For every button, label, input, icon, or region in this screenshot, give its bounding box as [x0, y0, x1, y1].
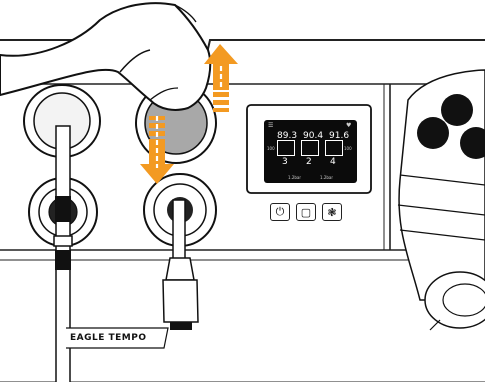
left-value: 100	[267, 146, 275, 151]
cup-slot-3	[325, 140, 343, 156]
cup-slot-1	[277, 140, 295, 156]
menu-icon: ☰	[268, 122, 273, 129]
footer-mid: 1.2bar	[320, 175, 333, 180]
brand-logo: EAGLE TEMPO	[70, 333, 147, 343]
cup-icon: ▢	[301, 206, 311, 219]
footer-left: 1.2bar	[288, 175, 301, 180]
settings-button[interactable]: ❃	[322, 203, 342, 221]
count-2: 2	[306, 157, 312, 167]
power-icon: ⏻	[276, 206, 285, 219]
right-value: 100	[344, 146, 352, 151]
cup-button[interactable]: ▢	[296, 203, 316, 221]
heart-icon: ♥	[346, 122, 351, 129]
control-display: ☰ ♥ 89.3 90.4 91.6 100 100 3 2 4 1.2bar …	[264, 120, 357, 183]
count-1: 3	[282, 157, 288, 167]
settings-icon: ❃	[327, 206, 336, 219]
count-3: 4	[330, 157, 336, 167]
cup-slot-2	[301, 140, 319, 156]
power-button[interactable]: ⏻	[270, 203, 290, 221]
